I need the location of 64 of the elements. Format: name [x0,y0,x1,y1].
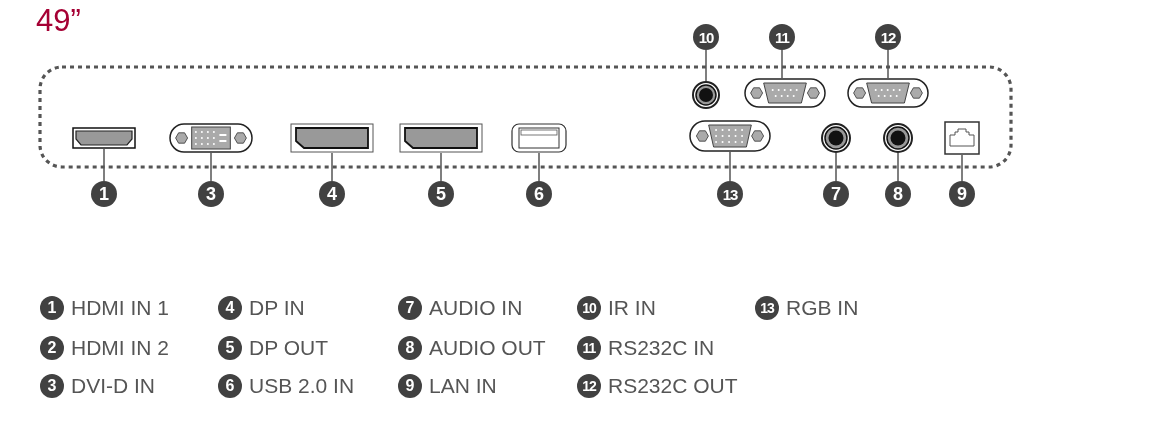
callout-number: 11 [577,336,601,360]
callout-number: 3 [198,181,224,207]
port-label: DP OUT [249,336,328,360]
callout-number: 9 [398,374,422,398]
callout-number: 6 [526,181,552,207]
port-label: AUDIO OUT [429,336,546,360]
callout-number: 4 [218,296,242,320]
leader-line [331,152,333,182]
callout-number: 5 [218,336,242,360]
leader-line [705,49,707,82]
callout-number: 9 [949,181,975,207]
callout-number: 2 [40,336,64,360]
callout-number: 1 [40,296,64,320]
port-label: RS232C OUT [608,374,738,398]
callout-number: 13 [755,296,779,320]
leader-line [729,151,731,182]
callout-number: 11 [769,24,795,50]
callout-number: 8 [398,336,422,360]
callout-number: 6 [218,374,242,398]
callout-number: 5 [428,181,454,207]
serial-port-drawing [847,78,929,108]
callout-number: 7 [398,296,422,320]
callout-number: 3 [40,374,64,398]
port-label: HDMI IN 2 [71,336,169,360]
usb-port-drawing [511,123,567,153]
leader-line [835,152,837,182]
vga-port-drawing [689,120,771,152]
displayport-drawing [399,123,483,153]
leader-line [961,154,963,182]
port-label: AUDIO IN [429,296,523,320]
ethernet-port-drawing [944,121,980,155]
audio-jack-drawing [692,81,720,109]
serial-port-drawing [744,78,826,108]
leader-line [538,152,540,182]
callout-number: 12 [577,374,601,398]
callout-number: 12 [875,24,901,50]
leader-line [781,49,783,79]
callout-number: 8 [885,181,911,207]
dotted-panel-outline [38,65,1013,169]
screen-size-title: 49” [36,4,81,39]
displayport-drawing [290,123,374,153]
callout-number: 4 [319,181,345,207]
callout-number: 7 [823,181,849,207]
port-label: USB 2.0 IN [249,374,355,398]
callout-number: 1 [91,181,117,207]
port-label: LAN IN [429,374,497,398]
port-label: RGB IN [786,296,859,320]
port-label: HDMI IN 1 [71,296,169,320]
port-label: RS232C IN [608,336,715,360]
callout-number: 13 [717,181,743,207]
leader-line [887,49,889,79]
leader-line [897,152,899,182]
leader-line [440,152,442,182]
callout-number: 10 [577,296,601,320]
leader-line [210,152,212,182]
audio-jack-drawing [883,123,913,153]
dvi-port-drawing [169,123,253,153]
callout-number: 10 [693,24,719,50]
port-label: DVI-D IN [71,374,155,398]
port-label: DP IN [249,296,305,320]
leader-line [103,148,105,182]
hdmi-port-drawing [72,127,136,149]
audio-jack-drawing [821,123,851,153]
port-label: IR IN [608,296,656,320]
